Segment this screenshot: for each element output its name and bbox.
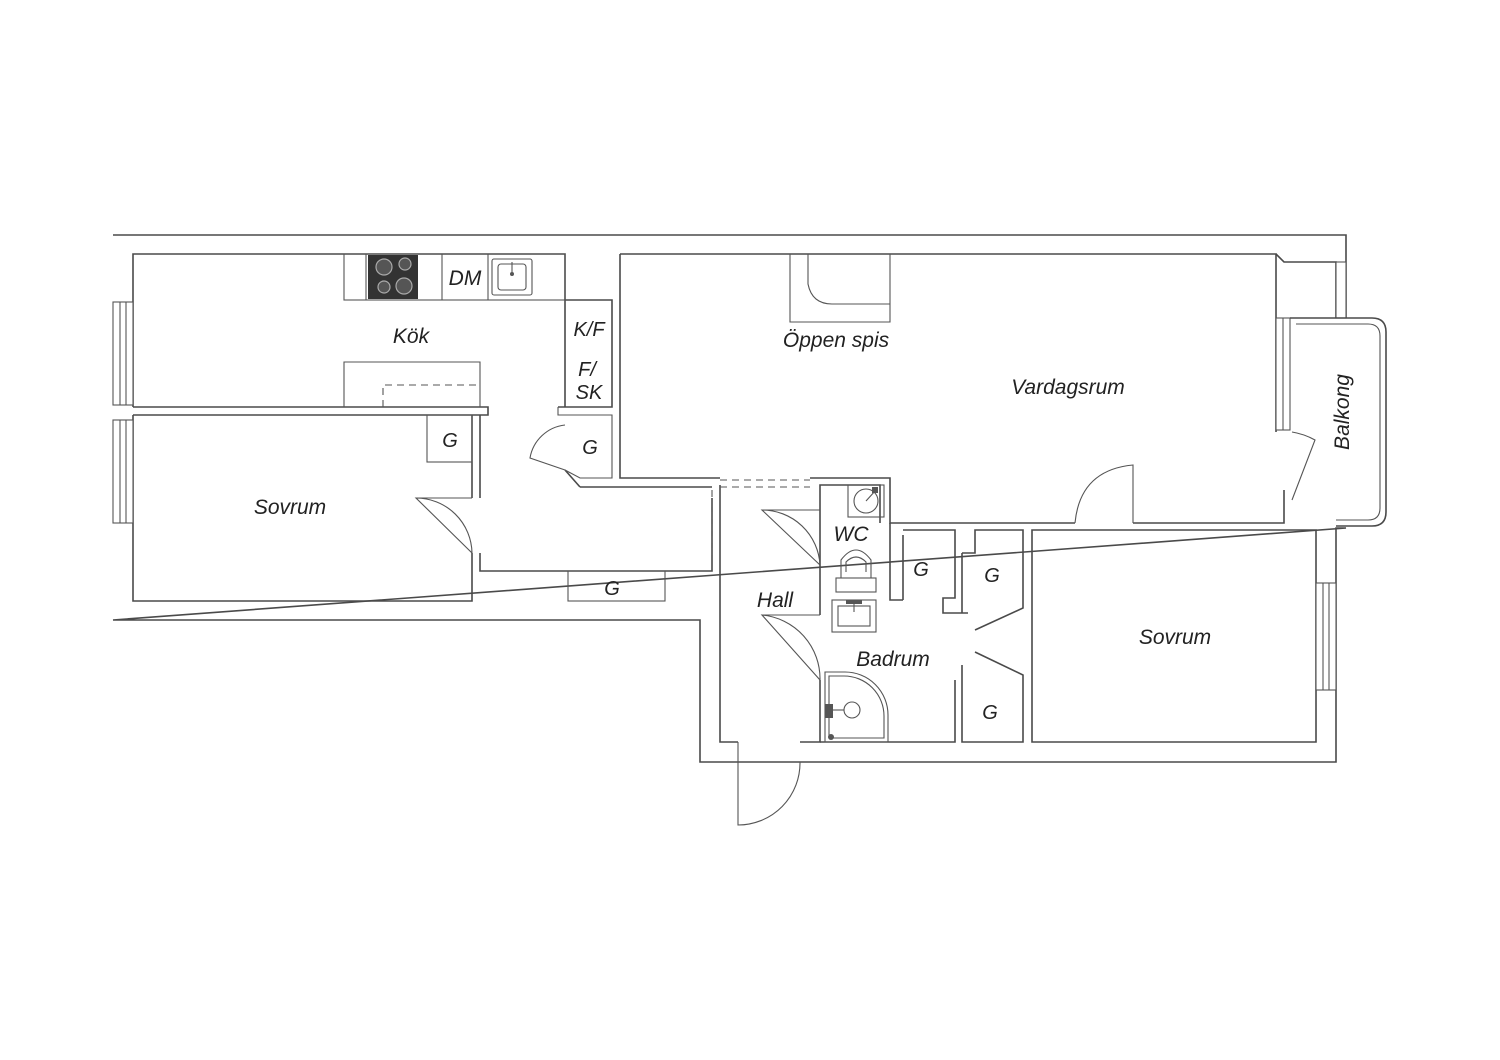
sink-icon: [491, 258, 533, 296]
label-dm: DM: [449, 267, 482, 290]
room-label-vardagsrum: Vardagsrum: [1011, 376, 1125, 399]
room-label-oppen-spis: Öppen spis: [783, 329, 890, 352]
windows: [112, 261, 1347, 691]
stove-icon: [368, 255, 418, 299]
toilet-icon: [835, 549, 877, 593]
kitchen-counter: [343, 253, 566, 301]
room-labels: Kök Öppen spis Vardagsrum Balkong Sovrum…: [254, 325, 1354, 671]
closet-labels: G G G G G G: [442, 430, 1000, 724]
label-kf: K/F: [573, 319, 606, 341]
room-label-sovrum-right: Sovrum: [1139, 626, 1211, 649]
fireplace-icon: [789, 254, 891, 323]
balcony: [1290, 317, 1387, 527]
doors: [414, 424, 1134, 826]
wc-basin-icon: [847, 484, 885, 518]
closet-boxes: [426, 407, 666, 602]
room-label-badrum: Badrum: [856, 648, 930, 671]
shower-icon: [824, 671, 889, 743]
label-fsk-line2: SK: [576, 382, 604, 404]
fixture-labels: DM K/F F/ SK: [449, 267, 607, 404]
kitchen-island: [343, 361, 481, 407]
closet-label-center-2: G: [984, 565, 1000, 587]
room-label-wc: WC: [834, 523, 870, 546]
closet-label-entry: G: [582, 437, 598, 459]
room-label-balkong: Balkong: [1331, 374, 1354, 450]
bathroom-sink-icon: [831, 599, 877, 633]
label-fsk-line1: F/: [578, 359, 598, 381]
closet-label-kitchen-wall: G: [442, 430, 458, 452]
closet-label-center-1: G: [913, 559, 929, 581]
room-label-kok: Kök: [393, 325, 431, 348]
closet-label-corridor: G: [604, 578, 620, 600]
room-label-sovrum-left: Sovrum: [254, 496, 326, 519]
room-label-hall: Hall: [757, 589, 795, 612]
interior-walls: [132, 253, 1337, 743]
closet-label-lower: G: [982, 702, 998, 724]
